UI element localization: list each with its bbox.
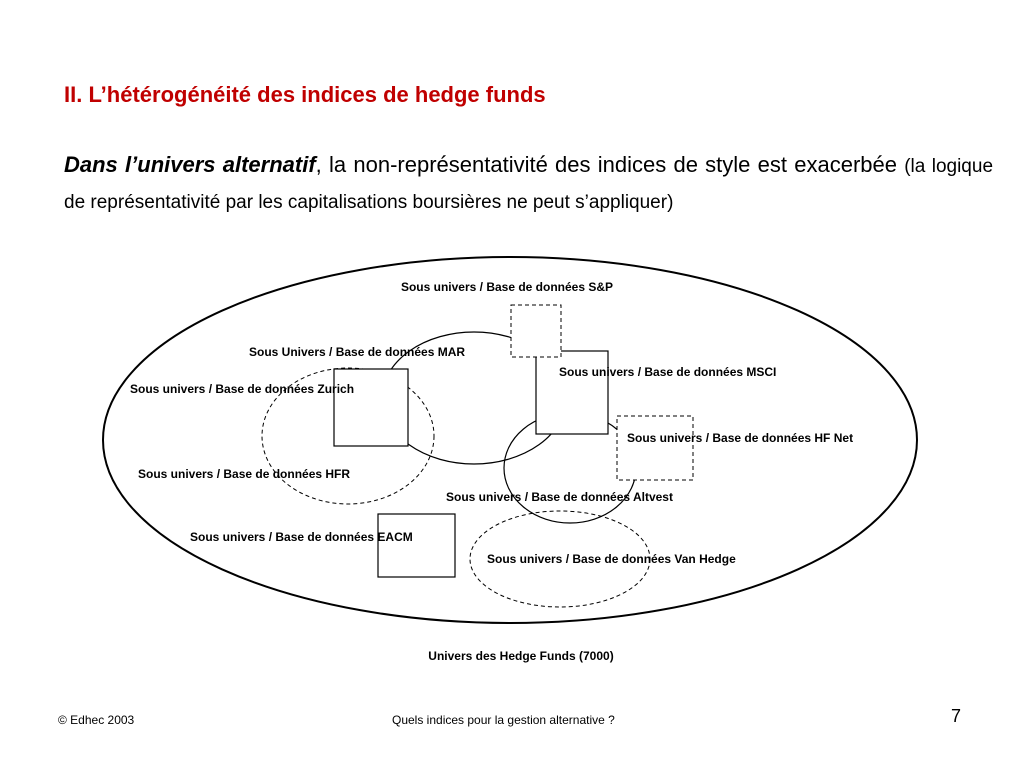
hfr-ellipse (261, 367, 435, 505)
eacm-box (377, 513, 456, 578)
label-vanhedge: Sous univers / Base de données Van Hedge (487, 552, 736, 566)
hfnet-box (616, 415, 694, 481)
label-sp: Sous univers / Base de données S&P (401, 280, 613, 294)
zurich-box (333, 368, 409, 447)
label-universe: Univers des Hedge Funds (7000) (428, 649, 613, 663)
label-hfnet: Sous univers / Base de données HF Net (627, 431, 853, 445)
sp-box (510, 304, 562, 358)
intro-text: , la non-représentativité des indices de… (315, 152, 905, 177)
label-altvest: Sous univers / Base de données Altvest (446, 490, 673, 504)
msci-box (535, 350, 609, 435)
label-eacm: Sous univers / Base de données EACM (190, 530, 413, 544)
slide-title: II. L’hétérogénéité des indices de hedge… (64, 82, 546, 107)
label-hfr: Sous univers / Base de données HFR (138, 467, 350, 481)
intro-paragraph: Dans l’univers alternatif, la non-représ… (64, 148, 993, 220)
footer-copyright: © Edhec 2003 (58, 713, 135, 727)
intro-note: (la logique de représentativité par les … (64, 156, 994, 213)
label-zurich: Sous univers / Base de données Zurich (130, 382, 354, 396)
footer-title: Quels indices pour la gestion alternativ… (392, 713, 615, 727)
page-number: 7 (951, 706, 962, 726)
vanhedge-ellipse (469, 510, 651, 608)
universe-ellipse (102, 256, 918, 624)
label-mar: Sous Univers / Base de données MAR (249, 345, 465, 359)
label-msci: Sous univers / Base de données MSCI (559, 365, 776, 379)
intro-emphasis: Dans l’univers alternatif (64, 152, 316, 177)
